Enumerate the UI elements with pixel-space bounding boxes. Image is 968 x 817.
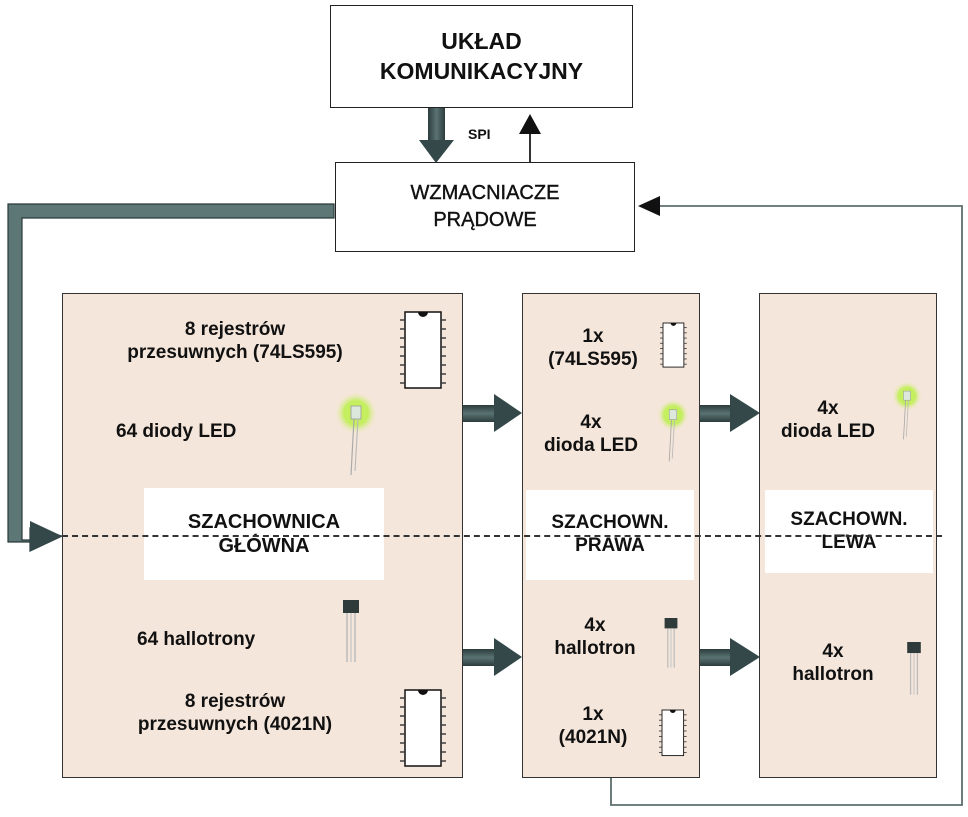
main-board-registers-bottom: 8 rejestrów przesuwnych (4021N)	[137, 691, 333, 736]
communication-unit-line1: UKŁAD	[441, 27, 522, 54]
hall-sensor-icon	[663, 617, 679, 669]
main-board-registers-top: 8 rejestrów przesuwnych (74LS595)	[127, 319, 343, 364]
left-board-hall-sensors: 4x hallotron	[792, 641, 874, 686]
bus-arrow-to-main-board	[7, 203, 335, 552]
right-board-leds: 4x dioda LED	[544, 412, 638, 457]
spi-up-arrow	[519, 114, 541, 162]
main-board-leds: 64 diody LED	[116, 421, 237, 442]
shift-register-chip-icon	[399, 311, 447, 389]
shift-register-chip-icon	[658, 709, 688, 757]
current-amplifiers-line2: PRĄDOWE	[433, 209, 537, 231]
hall-sensor-icon	[342, 599, 360, 663]
communication-unit-line2: KOMUNIKACYJNY	[379, 57, 584, 84]
spi-label: SPI	[468, 126, 491, 142]
current-amplifiers-box: WZMACNIACZE PRĄDOWE	[335, 162, 635, 252]
board-divider-dashed-line	[62, 535, 942, 537]
arrow-right-to-left-top	[699, 394, 760, 432]
left-board-leds: 4x dioda LED	[781, 398, 875, 443]
current-amplifiers-line1: WZMACNIACZE	[410, 182, 560, 204]
arrow-main-to-right-top	[462, 394, 522, 432]
led-icon	[656, 398, 690, 462]
led-icon	[333, 390, 379, 476]
shift-register-chip-icon	[659, 322, 688, 368]
communication-unit-box: UKŁAD KOMUNIKACYJNY	[330, 5, 633, 108]
spi-down-arrow	[419, 108, 454, 163]
arrow-main-to-right-bottom	[462, 638, 522, 676]
arrow-right-to-left-bottom	[699, 638, 760, 676]
right-board-register-top: 1x (74LS595)	[548, 326, 638, 371]
main-board-title: SZACHOWNICA GŁÓWNA	[144, 488, 384, 580]
feedback-line	[610, 196, 963, 806]
shift-register-chip-icon	[399, 689, 447, 767]
main-board-hall-sensors: 64 hallotrony	[137, 629, 256, 650]
right-board-hall-sensors: 4x hallotron	[554, 615, 636, 660]
hall-sensor-icon	[906, 641, 922, 696]
led-icon	[891, 380, 923, 440]
right-board-register-bottom: 1x (4021N)	[558, 704, 628, 749]
left-board-title: SZACHOWN. LEWA	[765, 490, 933, 573]
